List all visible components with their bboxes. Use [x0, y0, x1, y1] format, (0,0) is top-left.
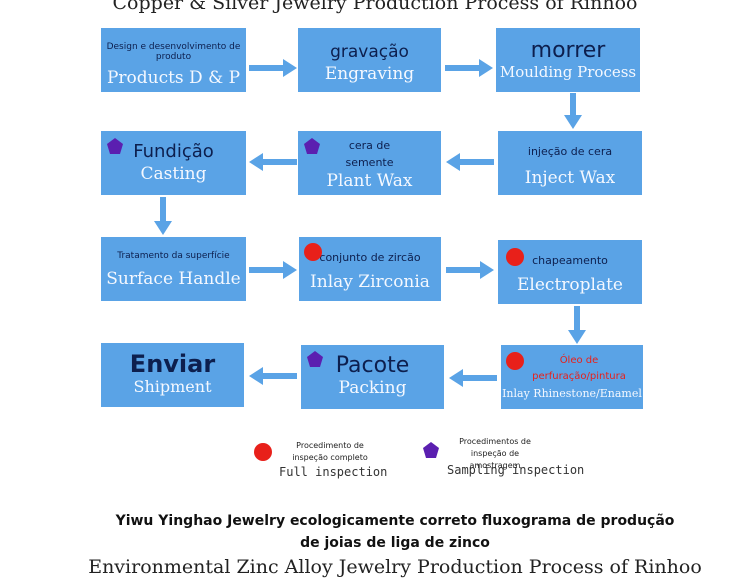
legend-sampling-pt: Procedimentos de inspeção de amostragem [459, 437, 531, 470]
full-inspection-icon [506, 248, 524, 266]
step-inject-wax: injeção de cera Inject Wax [498, 131, 642, 195]
step-packing: Pacote Packing [301, 345, 444, 409]
arrow-down-icon [564, 93, 582, 129]
step-moulding: morrer Moulding Process [496, 28, 640, 92]
step-casting: Fundição Casting [101, 131, 246, 195]
arrow-right-icon [445, 59, 493, 77]
sampling-inspection-icon [307, 351, 323, 367]
legend-full-en: Full inspection [279, 465, 388, 479]
step-label-en: Inlay Zirconia [310, 272, 430, 292]
step-label-en: Inlay Rhinestone/Enamel [502, 387, 642, 400]
step-products-dp: Design e desenvolvimento de produto Prod… [101, 28, 246, 92]
sampling-inspection-icon [304, 138, 320, 154]
step-plant-wax: cera de semente Plant Wax [298, 131, 441, 195]
full-inspection-icon [506, 352, 524, 370]
step-shipment: Enviar Shipment [101, 343, 244, 407]
footer-caption-en: Environmental Zinc Alloy Jewelry Product… [88, 556, 702, 578]
step-label-pt: injeção de cera [527, 145, 613, 158]
step-label-pt: Pacote [335, 353, 410, 378]
step-label-pt: conjunto de zircão [319, 251, 421, 264]
diagram-title: Copper & Silver Jewelry Production Proce… [112, 0, 638, 14]
arrow-left-icon [449, 369, 497, 387]
step-surface-handle: Tratamento da superfície Surface Handle [101, 237, 246, 301]
step-label-pt: morrer [530, 38, 606, 63]
step-label-pt: Enviar [129, 350, 216, 378]
step-label-pt: chapeamento [532, 254, 608, 267]
step-label-pt: Fundição [133, 141, 214, 162]
arrow-left-icon [446, 153, 494, 171]
legend-full-pt: Procedimento de inspeção completo [292, 441, 368, 462]
step-label-pt: Óleo de perfuração/pintura [532, 355, 626, 382]
step-electroplate: chapeamento Electroplate [498, 240, 642, 304]
step-inlay-rhinestone: Óleo de perfuração/pintura Inlay Rhinest… [501, 345, 643, 409]
step-label-en: Electroplate [517, 275, 623, 295]
step-inlay-zirconia: conjunto de zircão Inlay Zirconia [299, 237, 441, 301]
full-inspection-icon [304, 243, 322, 261]
step-label-en: Surface Handle [106, 269, 241, 289]
arrow-left-icon [249, 153, 297, 171]
step-label-pt: gravação [330, 42, 409, 62]
legend-sampling-en: Sampling inspection [447, 463, 585, 477]
step-label-pt: Design e desenvolvimento de produto [106, 42, 241, 62]
step-label-en: Moulding Process [499, 63, 637, 81]
legend-sampling-inspection-icon [423, 442, 439, 458]
step-label-en: Inject Wax [524, 168, 616, 188]
arrow-left-icon [249, 367, 297, 385]
arrow-right-icon [249, 261, 297, 279]
step-label-en: Plant Wax [326, 171, 413, 191]
footer-caption-pt: Yiwu Yinghao Jewelry ecologicamente corr… [115, 513, 675, 551]
step-label-en: Packing [338, 378, 407, 398]
sampling-inspection-icon [107, 138, 123, 154]
step-label-pt: cera de semente [345, 139, 394, 169]
step-label-pt: Tratamento da superfície [117, 251, 230, 261]
step-label-en: Shipment [133, 377, 212, 396]
step-label-en: Engraving [324, 64, 415, 84]
arrow-down-icon [568, 306, 586, 344]
arrow-right-icon [249, 59, 297, 77]
step-label-en: Casting [140, 164, 207, 184]
arrow-down-icon [154, 197, 172, 235]
arrow-right-icon [446, 261, 494, 279]
step-engraving: gravação Engraving [298, 28, 441, 92]
step-label-en: Products D & P [106, 68, 241, 88]
legend-full-inspection-icon [254, 443, 272, 461]
